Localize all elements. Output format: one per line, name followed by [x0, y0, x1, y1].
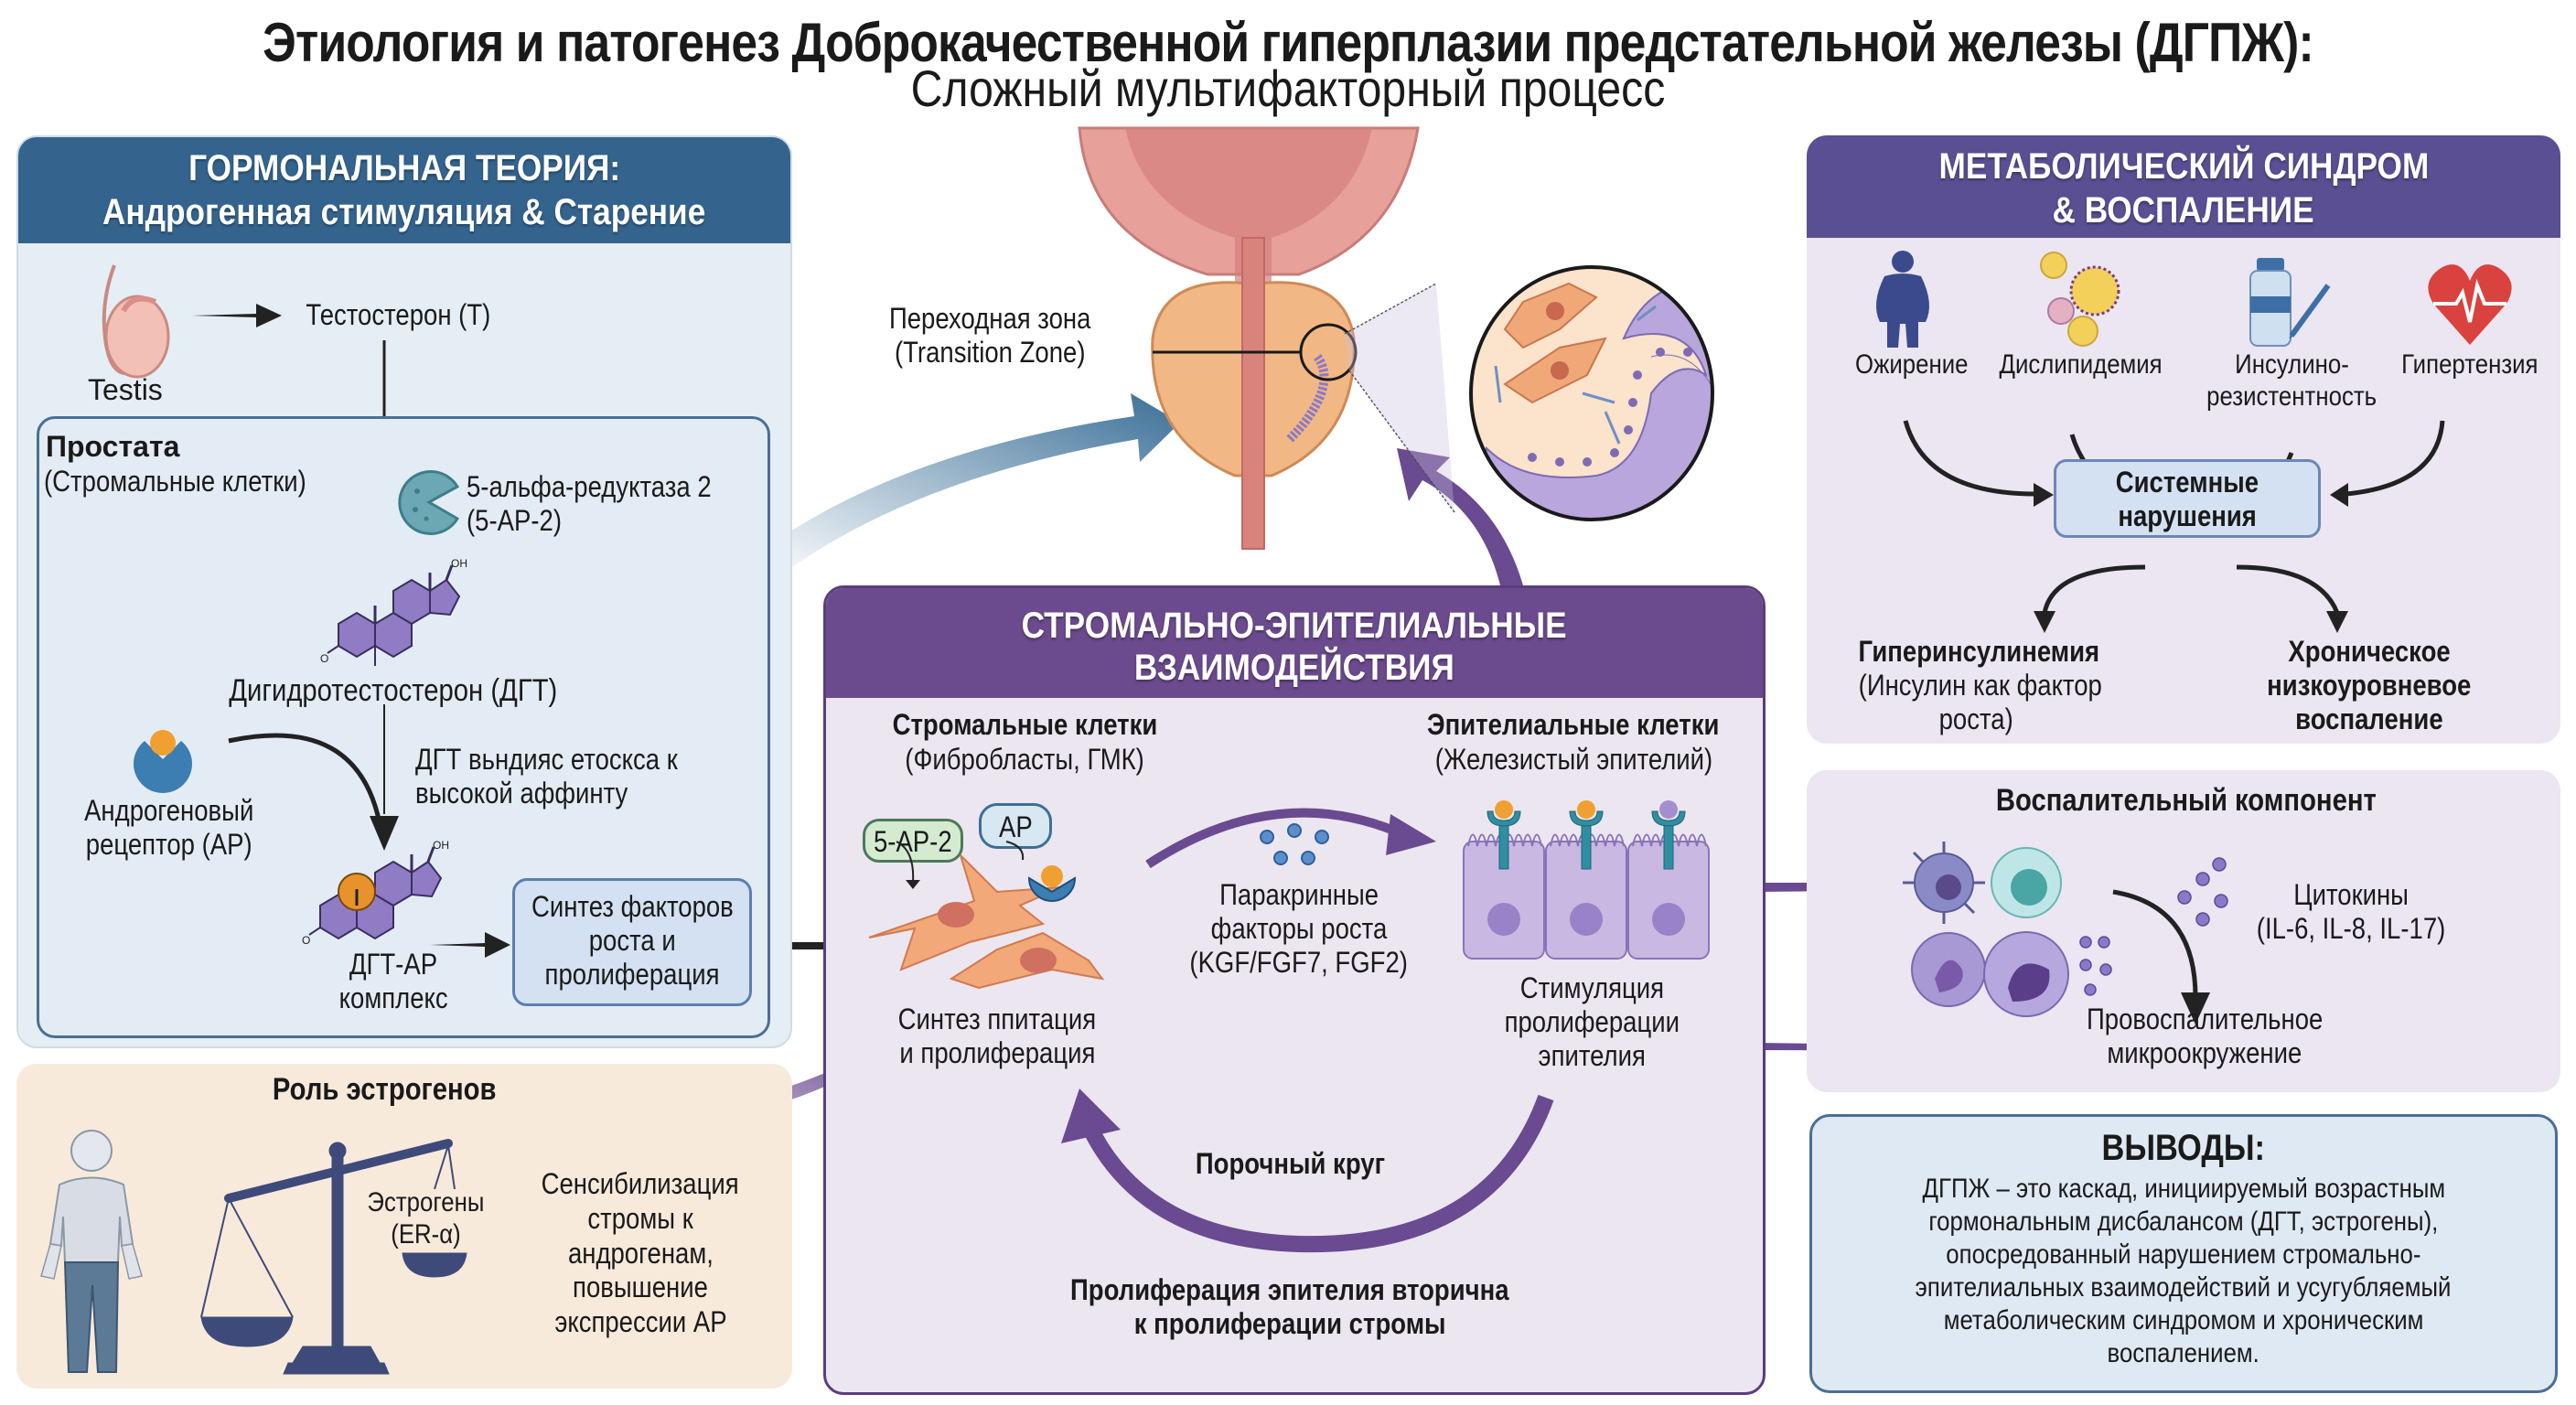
stromal-epithelial-panel: СТРОМАЛЬНО-ЭПИТЕЛИАЛЬНЫЕ ВЗАИМОДЕЙСТВИЯ [823, 585, 1766, 1395]
inflammatory-title: Воспалительный компонент [1996, 783, 2377, 818]
stromal-cells-subtitle: (Фибробласты, ГМК) [905, 743, 1144, 776]
estrogen-panel [16, 1064, 792, 1389]
testis-label: Testis [88, 373, 163, 406]
factor-insulin-resistance: Инсулино- резистентность [2206, 349, 2377, 412]
prostata-subtitle: (Стромальные клетки) [44, 465, 306, 498]
factor-obesity: Ожирение [1855, 349, 1969, 380]
growth-factor-dots-icon [1260, 823, 1329, 865]
transition-zone-label: Переходная зона (Transition Zone) [888, 302, 1091, 369]
estrogen-effect-text: Сенсибилизация стромы к андрогенам, повы… [541, 1167, 740, 1338]
hormonal-panel-header: ГОРМОНАЛЬНАЯ ТЕОРИЯ: Андрогенная стимуля… [18, 137, 790, 243]
metabolic-header-line2: & ВОСПАЛЕНИЕ [2052, 190, 2315, 231]
prostate-lobe-left [1151, 281, 1250, 477]
epithelial-cells-title: Эпителиальные клетки [1427, 708, 1720, 741]
systemic-disorders-box: Системные нарушения [2054, 459, 2321, 538]
testosterone-label: Тестостерон (Т) [306, 298, 491, 331]
complex-label: ДГТ-АР комплекс [338, 948, 448, 1014]
epithelial-cells-subtitle: (Железистый эпителий) [1434, 743, 1712, 776]
stromal-header-line2: ВЗАИМОДЕЙСТВИЯ [1134, 648, 1454, 688]
conclusions-panel [1809, 1114, 2558, 1393]
conclusions-text: ДГПЖ – это каскад, инициируемый возрастн… [1916, 1174, 2452, 1368]
cytokines-label: Цитокины (IL-6, IL-8, IL-17) [2256, 878, 2446, 945]
insulin-icon [2249, 258, 2331, 347]
estrogen-scale-label: Эстрогены (ER-α) [367, 1187, 484, 1249]
vicious-circle-arrow [1061, 1089, 1554, 1253]
svg-text:OH: OH [433, 839, 449, 852]
testis-icon [102, 264, 170, 379]
dht-molecule-icon: O OH [320, 557, 467, 666]
dht-o-label: O [320, 652, 328, 665]
balance-scale-icon [200, 1139, 467, 1375]
androgen-receptor-icon [134, 730, 192, 793]
svg-text:O: O [302, 934, 310, 947]
stromal-cells-title: Стромальные клетки [892, 708, 1157, 741]
immune-cells-icon [1903, 842, 2112, 1017]
inflammation-arrow [2112, 889, 2210, 1024]
prostate-anatomy-illustration [1078, 126, 1455, 550]
epithelial-cells-icon [1463, 800, 1710, 960]
inflammatory-component-panel [1807, 770, 2560, 1092]
page-title: Этиология и патогенез Доброкачественной … [263, 12, 2314, 73]
arrow-complex-to-growth [430, 932, 510, 958]
estrogen-title: Роль эстрогенов [272, 1072, 497, 1107]
dht-oh-label: OH [451, 557, 467, 570]
arrow-testis-to-testosterone [192, 304, 282, 327]
arrow-hormonal-to-prostate [778, 393, 1180, 567]
hormonal-header-line1: ГОРМОНАЛЬНАЯ ТЕОРИЯ: [188, 148, 620, 188]
tag-ar: АР [979, 803, 1052, 849]
dht-label: Дигидротестостерон (ДГТ) [229, 673, 558, 708]
vicious-circle-label: Порочный круг [1195, 1147, 1385, 1180]
enzyme-label: 5-альфа-редуктаза 2 (5-АР-2) [467, 470, 712, 537]
dyslipidemia-icon [2040, 252, 2120, 347]
stromal-footer-text: Пролиферация эпителия вторична к пролифе… [1070, 1273, 1509, 1340]
fibroblast-cells-icon [868, 841, 1105, 990]
paracrine-factors-label: Паракринные факторы роста (KGF/FGF7, FGF… [1189, 878, 1409, 979]
heart-icon [2428, 264, 2512, 345]
epithelial-result-label: Стимуляция пролиферации эпителия [1504, 971, 1680, 1072]
paracrine-arrow [1145, 808, 1436, 869]
stromal-result-label: Синтез ппитация и пролиферация [897, 1003, 1097, 1069]
metabolic-panel-header: МЕТАБОЛИЧЕСКИЙ СИНДРОМ & ВОСПАЛЕНИЕ [1807, 135, 2560, 238]
chronic-inflammation-label: Хроническое низкоуровневое воспаление [2267, 635, 2472, 735]
hormonal-header-line2: Андрогенная стимуляция & Старение [102, 192, 706, 232]
enzyme-5ar2-icon [398, 470, 460, 535]
arrow-stromal-to-prostate [1397, 448, 1523, 585]
elderly-man-icon [40, 1130, 143, 1373]
magnified-tissue-icon [1469, 265, 1714, 521]
obesity-icon [1876, 251, 1929, 348]
page-subtitle: Сложный мультифакторный процесс [910, 59, 1666, 117]
hyperinsulinemia-label: Гиперинсулинемия (Инсулин как фактор рос… [1858, 635, 2102, 735]
binding-label: ДГТ вьндияс етоскса к высокой аффинту [415, 743, 678, 810]
growth-synthesis-box: Синтез факторов роста и пролиферация [512, 878, 752, 1006]
dht-ar-complex-icon: O OH [302, 839, 449, 947]
factor-hypertension: Гипертензия [2401, 349, 2538, 380]
prostate-lobe-right [1256, 281, 1356, 477]
conclusions-title: ВЫВОДЫ: [2101, 1128, 2266, 1168]
factor-dyslipidemia: Дислипидемия [1999, 349, 2163, 380]
arrow-receptor-binding [228, 704, 399, 851]
proinflammatory-microenvironment-label: Провоспалительное микроокружение [2086, 1003, 2324, 1069]
metabolic-syndrome-panel: МЕТАБОЛИЧЕСКИЙ СИНДРОМ & ВОСПАЛЕНИЕ [1807, 135, 2560, 744]
tag-5ar2: 5-АР-2 [863, 819, 963, 863]
cytokine-dots-icon [2177, 857, 2228, 927]
stromal-header-line1: СТРОМАЛЬНО-ЭПИТЕЛИАЛЬНЫЕ [1022, 606, 1567, 646]
metabolic-header-line1: МЕТАБОЛИЧЕСКИЙ СИНДРОМ [1938, 146, 2429, 187]
receptor-label: Андрогеновый рецептор (АР) [84, 794, 254, 861]
stromal-panel-header: СТРОМАЛЬНО-ЭПИТЕЛИАЛЬНЫЕ ВЗАИМОДЕЙСТВИЯ [826, 588, 1763, 698]
prostata-title: Простата [46, 430, 180, 463]
